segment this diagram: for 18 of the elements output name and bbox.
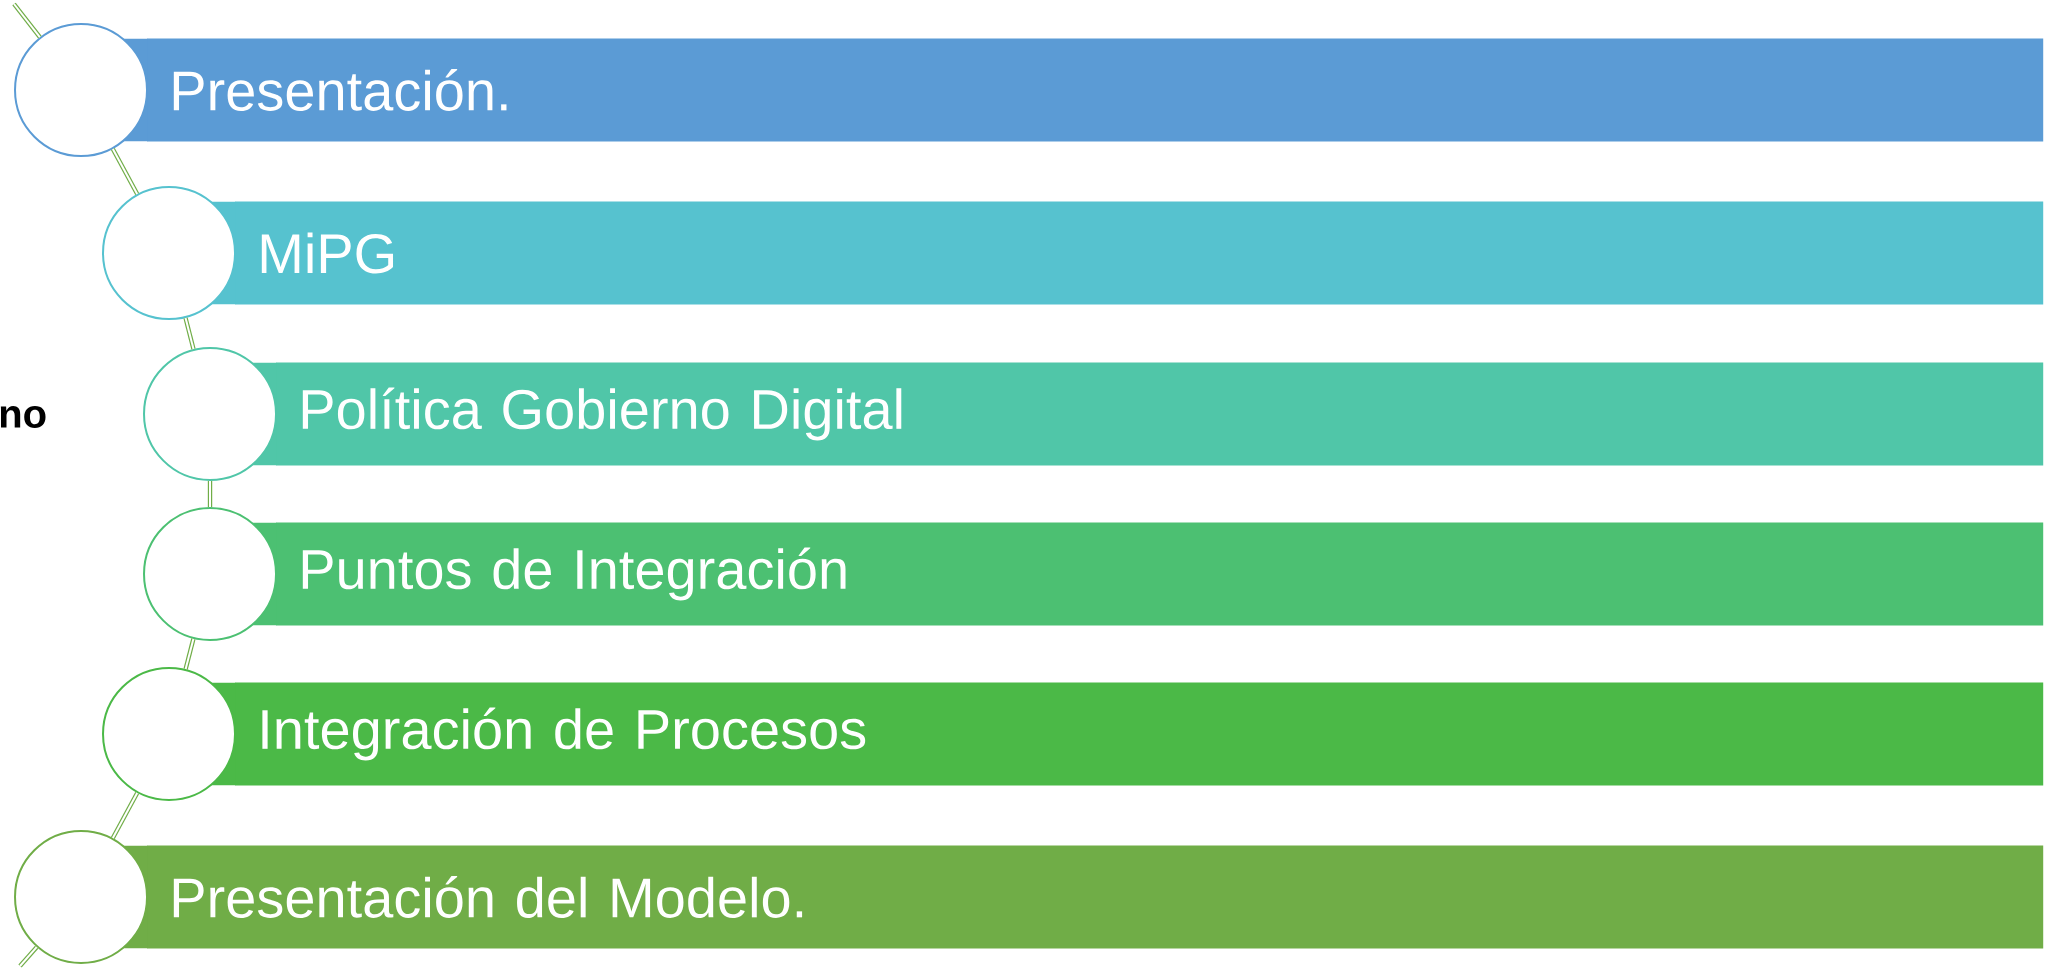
connector-line xyxy=(110,147,140,196)
band: Puntos de Integración xyxy=(240,522,2044,626)
connector-line xyxy=(183,316,196,351)
band: Integración de Procesos xyxy=(199,682,2044,786)
circle xyxy=(102,186,236,320)
circle xyxy=(14,23,148,157)
band: MiPG xyxy=(199,201,2044,305)
circle xyxy=(143,507,277,641)
band: Presentación. xyxy=(111,38,2044,142)
side-label: no xyxy=(0,406,46,428)
connector-line xyxy=(110,791,140,840)
circle xyxy=(14,830,148,964)
band: Política Gobierno Digital xyxy=(240,362,2044,466)
circle xyxy=(102,667,236,801)
band: Presentación del Modelo. xyxy=(111,845,2044,949)
circle xyxy=(143,347,277,481)
connector-line xyxy=(183,637,196,671)
connector-line xyxy=(207,480,213,508)
